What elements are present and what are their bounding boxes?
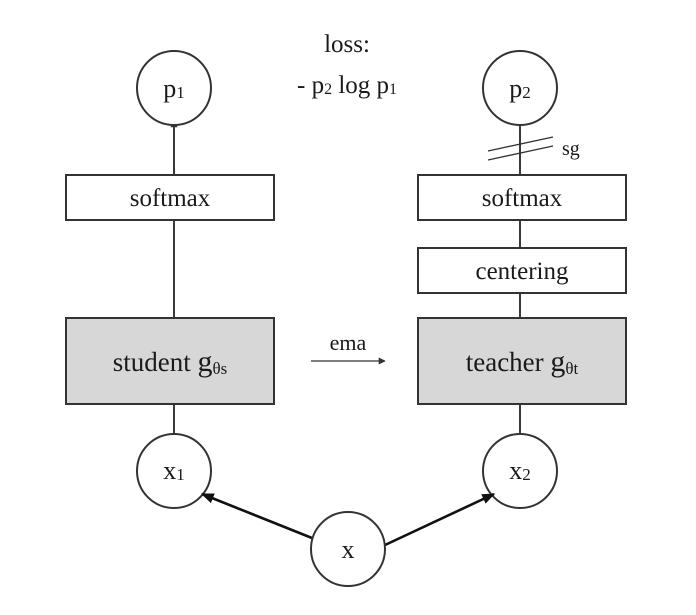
loss-formula: - p2 log p1 bbox=[297, 72, 397, 99]
teacher-input-base: x bbox=[509, 456, 522, 485]
stop-gradient-mark bbox=[487, 136, 554, 161]
teacher-output-node: p2 bbox=[482, 50, 558, 126]
ema-label: ema bbox=[330, 330, 367, 355]
student-input-node: x1 bbox=[136, 433, 212, 509]
svg-text:p1: p1 bbox=[163, 74, 185, 103]
student-output-sub: 1 bbox=[176, 83, 185, 102]
source-image-label: x bbox=[342, 535, 355, 564]
loss-prefix: - bbox=[297, 72, 312, 99]
teacher-input-sub: 2 bbox=[522, 465, 531, 484]
loss-title: loss: bbox=[324, 31, 370, 58]
svg-text:p2: p2 bbox=[509, 74, 531, 103]
teacher-output-sub: 2 bbox=[522, 83, 531, 102]
student-output-node: p1 bbox=[136, 50, 212, 126]
teacher-output-base: p bbox=[509, 74, 522, 103]
svg-text:student gθs: student gθs bbox=[113, 345, 228, 378]
student-input-sub: 1 bbox=[176, 465, 185, 484]
student-network-label: student bbox=[113, 347, 191, 377]
teacher-centering-box: centering bbox=[417, 247, 627, 294]
teacher-softmax-label: softmax bbox=[482, 185, 563, 212]
student-softmax-box: softmax bbox=[65, 174, 275, 221]
x-to-x2-arrow bbox=[384, 492, 496, 547]
student-network-box: student gθs bbox=[65, 317, 275, 405]
student-softmax-label: softmax bbox=[130, 185, 211, 212]
stop-gradient-label: sg bbox=[562, 138, 580, 160]
teacher-network-sub: θt bbox=[565, 359, 578, 378]
student-input-base: x bbox=[163, 456, 176, 485]
teacher-softmax-box: softmax bbox=[417, 174, 627, 221]
svg-text:teacher gθt: teacher gθt bbox=[466, 345, 579, 378]
student-network-sub: θs bbox=[212, 359, 227, 378]
svg-text:x2: x2 bbox=[509, 456, 531, 485]
loss-term-b: p bbox=[377, 72, 390, 99]
loss-term-b-sub: 1 bbox=[389, 81, 397, 98]
teacher-network-base: g bbox=[550, 345, 565, 378]
teacher-network-label: teacher bbox=[466, 347, 544, 377]
student-network-base: g bbox=[197, 345, 212, 378]
loss-log: log bbox=[332, 72, 376, 99]
svg-text:x1: x1 bbox=[163, 456, 185, 485]
loss-term-a: p bbox=[312, 72, 325, 99]
teacher-input-node: x2 bbox=[482, 433, 558, 509]
x-to-x1-arrow bbox=[200, 492, 313, 540]
loss-term-a-sub: 2 bbox=[324, 81, 332, 98]
teacher-centering-label: centering bbox=[475, 258, 569, 285]
source-image-node: x bbox=[310, 511, 386, 587]
teacher-network-box: teacher gθt bbox=[417, 317, 627, 405]
student-output-base: p bbox=[163, 74, 176, 103]
